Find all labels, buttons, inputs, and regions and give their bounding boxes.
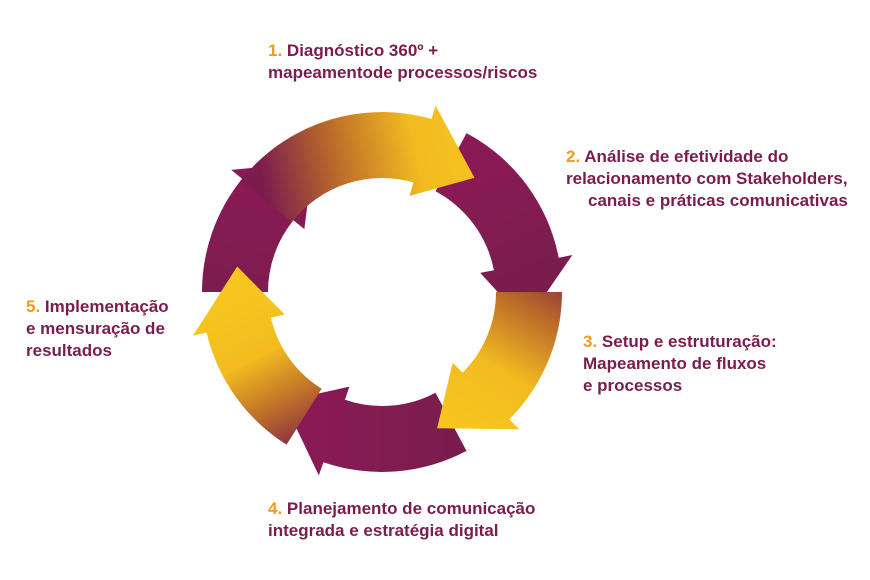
step-5-line-2: e mensuração de xyxy=(26,319,165,338)
step-2-label: 2. Análise de efetividade do relacioname… xyxy=(566,146,848,212)
step-4-number: 4. xyxy=(268,499,283,518)
step-2-line-3: canais e práticas comunicativas xyxy=(588,191,848,210)
step-2-number: 2. xyxy=(566,147,581,166)
step-5-number: 5. xyxy=(26,297,41,316)
step-3-number: 3. xyxy=(583,332,598,351)
step-5-label: 5. Implementação e mensuração de resulta… xyxy=(26,296,169,362)
step-3-line-3: e processos xyxy=(583,376,683,395)
step-3-label: 3. Setup e estruturação: Mapeamento de f… xyxy=(583,331,777,397)
step-1-number: 1. xyxy=(268,41,283,60)
step-4-line-1: Planejamento de comunicação xyxy=(286,499,536,518)
step-5-line-3: resultados xyxy=(26,341,112,360)
cycle-arrow-1 xyxy=(240,105,475,222)
step-1-label: 1. Diagnóstico 360º + mapeamentode proce… xyxy=(268,40,537,84)
cycle-arrow-3 xyxy=(437,292,562,430)
step-5-line-1: Implementação xyxy=(44,297,169,316)
cycle-arrow-2 xyxy=(435,133,573,323)
step-4-label: 4. Planejamento de comunicação integrada… xyxy=(268,498,535,542)
step-1-line-1: Diagnóstico 360º + xyxy=(286,41,439,60)
cycle-arrow-5 xyxy=(193,266,322,445)
step-2-line-2: relacionamento com Stakeholders, xyxy=(566,169,848,188)
cycle-arrow-4 xyxy=(283,386,467,476)
step-1-line-2: mapeamentode processos/riscos xyxy=(268,63,538,82)
step-3-line-1: Setup e estruturação: xyxy=(601,332,777,351)
cycle-arrows xyxy=(193,105,573,476)
step-4-line-2: integrada e estratégia digital xyxy=(268,521,499,540)
step-2-line-1: Análise de efetividade do xyxy=(584,147,789,166)
step-3-line-2: Mapeamento de fluxos xyxy=(583,354,767,373)
